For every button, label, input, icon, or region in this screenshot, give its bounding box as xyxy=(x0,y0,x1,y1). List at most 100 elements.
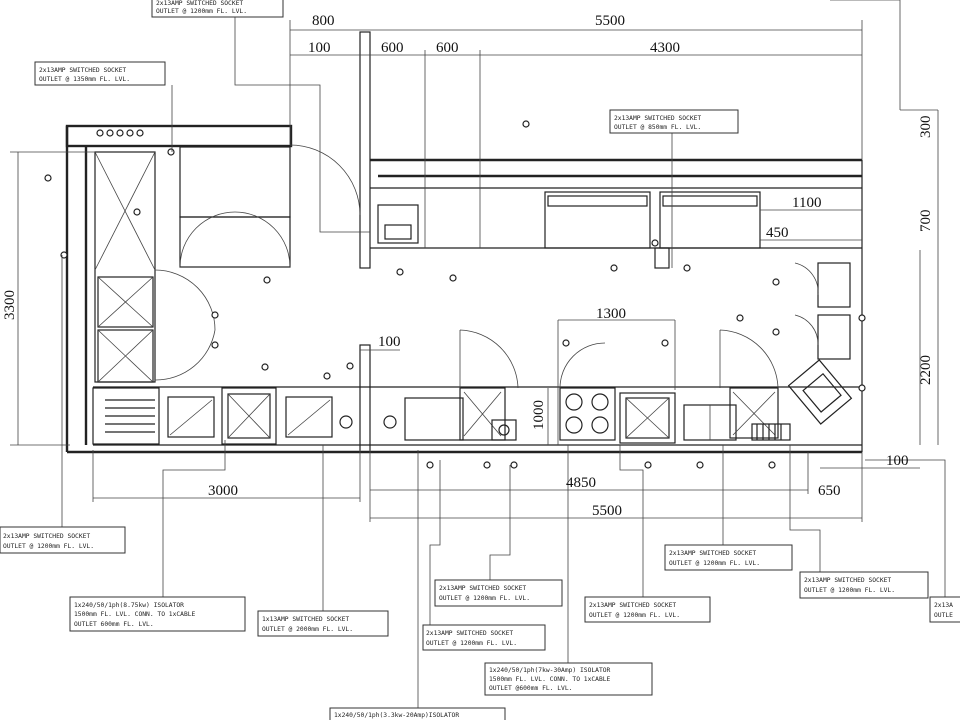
label-text: OUTLET @ 1200mm FL. LVL. xyxy=(439,595,530,602)
drawing-rect xyxy=(94,151,156,383)
dim-700: 700 xyxy=(918,210,934,233)
label-text: 1x240/50/1ph(7kw-30Amp) ISOLATOR xyxy=(489,667,611,674)
label-text: OUTLET @ 1200mm FL. LVL. xyxy=(804,587,895,594)
drawing-rect xyxy=(179,146,291,218)
label-text: OUTLET @ 1200mm FL. LVL. xyxy=(669,560,760,567)
label-text: OUTLET @ 1200mm FL. LVL. xyxy=(3,543,94,550)
drawing-circle xyxy=(644,461,652,469)
drawing-polyline xyxy=(234,17,370,233)
drawing-line xyxy=(94,151,156,271)
drawing-circle xyxy=(651,239,659,247)
equipment xyxy=(92,129,853,445)
dim-5500-top: 5500 xyxy=(595,13,625,29)
label-text: OUTLET @ 1200mm FL. LVL. xyxy=(589,612,680,619)
drawing-rect xyxy=(609,109,739,134)
drawing-rect xyxy=(329,707,506,720)
socket-points xyxy=(44,120,866,469)
drawing-rect xyxy=(434,579,563,607)
drawing-path xyxy=(719,329,779,389)
drawing-polyline xyxy=(865,459,946,597)
drawing-circle xyxy=(498,424,510,436)
label-text: 1500mm FL. LVL. CONN. TO 1xCABLE xyxy=(74,611,196,618)
drawing-circle xyxy=(167,148,175,156)
drawing-circle xyxy=(510,461,518,469)
drawing-rect xyxy=(227,393,271,439)
drawing-circle xyxy=(661,339,669,347)
label-text: OUTLET @ 2000mm FL. LVL. xyxy=(262,626,353,633)
drawing-path xyxy=(289,144,361,216)
drawing-circle xyxy=(858,314,866,322)
dim-4300: 4300 xyxy=(650,40,680,56)
drawing-rect xyxy=(69,596,246,632)
drawing-rect xyxy=(787,359,853,425)
drawing-rect xyxy=(0,526,126,554)
drawing-circle xyxy=(44,174,52,182)
drawing-line xyxy=(732,391,776,436)
drawing-rect xyxy=(729,387,779,439)
drawing-circle xyxy=(133,208,141,216)
dim-600a: 600 xyxy=(381,40,404,56)
drawing-rect xyxy=(285,396,333,438)
drawing-rect xyxy=(662,195,758,207)
drawing-rect xyxy=(179,216,291,268)
drawing-circle xyxy=(522,120,530,128)
drawing-rect xyxy=(619,392,676,444)
drawing-rect xyxy=(257,610,389,637)
drawing-path xyxy=(559,342,606,389)
drawing-rect xyxy=(802,372,842,413)
drawing-circle xyxy=(772,278,780,286)
drawing-polyline xyxy=(789,445,821,572)
drawing-polyline xyxy=(619,445,644,597)
drawing-circle xyxy=(696,461,704,469)
drawing-rect xyxy=(659,191,761,249)
dim-3300: 3300 xyxy=(2,290,18,320)
drawing-path xyxy=(234,211,291,268)
dim-1100: 1100 xyxy=(792,195,821,211)
dim-2200: 2200 xyxy=(918,355,934,385)
dim-100-top: 100 xyxy=(308,40,331,56)
drawing-circle xyxy=(323,372,331,380)
drawing-rect xyxy=(929,596,960,623)
dim-5500-bottom: 5500 xyxy=(592,503,622,519)
drawing-rect xyxy=(664,544,793,571)
drawing-circle xyxy=(263,276,271,284)
drawing-circle xyxy=(96,129,104,137)
drawing-rect xyxy=(491,419,517,441)
label-text: 2x13AMP SWITCHED SOCKET xyxy=(439,585,526,592)
label-text: 2x13AMP SWITCHED SOCKET xyxy=(614,115,701,122)
label-text: 2x13A xyxy=(934,602,953,609)
drawing-circle xyxy=(261,363,269,371)
drawing-polyline xyxy=(489,465,511,580)
drawing-circle xyxy=(858,384,866,392)
drawing-circle xyxy=(106,129,114,137)
callout-label: 1x240/50/1ph(3.3kw-20Amp)ISOLATOR xyxy=(329,707,506,720)
drawing-rect xyxy=(547,195,648,207)
drawing-rect xyxy=(484,662,653,696)
label-text: 1500mm FL. LVL. CONN. TO 1xCABLE xyxy=(489,676,611,683)
drawing-rect xyxy=(654,247,670,269)
label-text: 1x240/50/1ph(8.75kw) ISOLATOR xyxy=(74,602,184,609)
drawing-circle xyxy=(565,393,583,411)
drawing-rect xyxy=(377,204,419,244)
drawing-rect xyxy=(751,423,791,441)
drawing-path xyxy=(179,211,236,268)
drawing-circle xyxy=(483,461,491,469)
drawing-circle xyxy=(565,416,583,434)
drawing-circle xyxy=(426,461,434,469)
label-text: 2x13AMP SWITCHED SOCKET xyxy=(156,0,243,7)
dim-1000: 1000 xyxy=(531,400,547,430)
drawing-circle xyxy=(116,129,124,137)
label-text: OUTLET @ 1200mm FL. LVL. xyxy=(426,640,517,647)
drawing-circle xyxy=(591,393,609,411)
label-text: 1x240/50/1ph(3.3kw-20Amp)ISOLATOR xyxy=(334,712,459,719)
dim-650: 650 xyxy=(818,483,841,499)
dim-1300: 1300 xyxy=(596,306,626,322)
drawing-line xyxy=(625,397,670,439)
drawing-line xyxy=(97,276,154,328)
label-text: 2x13AMP SWITCHED SOCKET xyxy=(804,577,891,584)
dim-3000: 3000 xyxy=(208,483,238,499)
